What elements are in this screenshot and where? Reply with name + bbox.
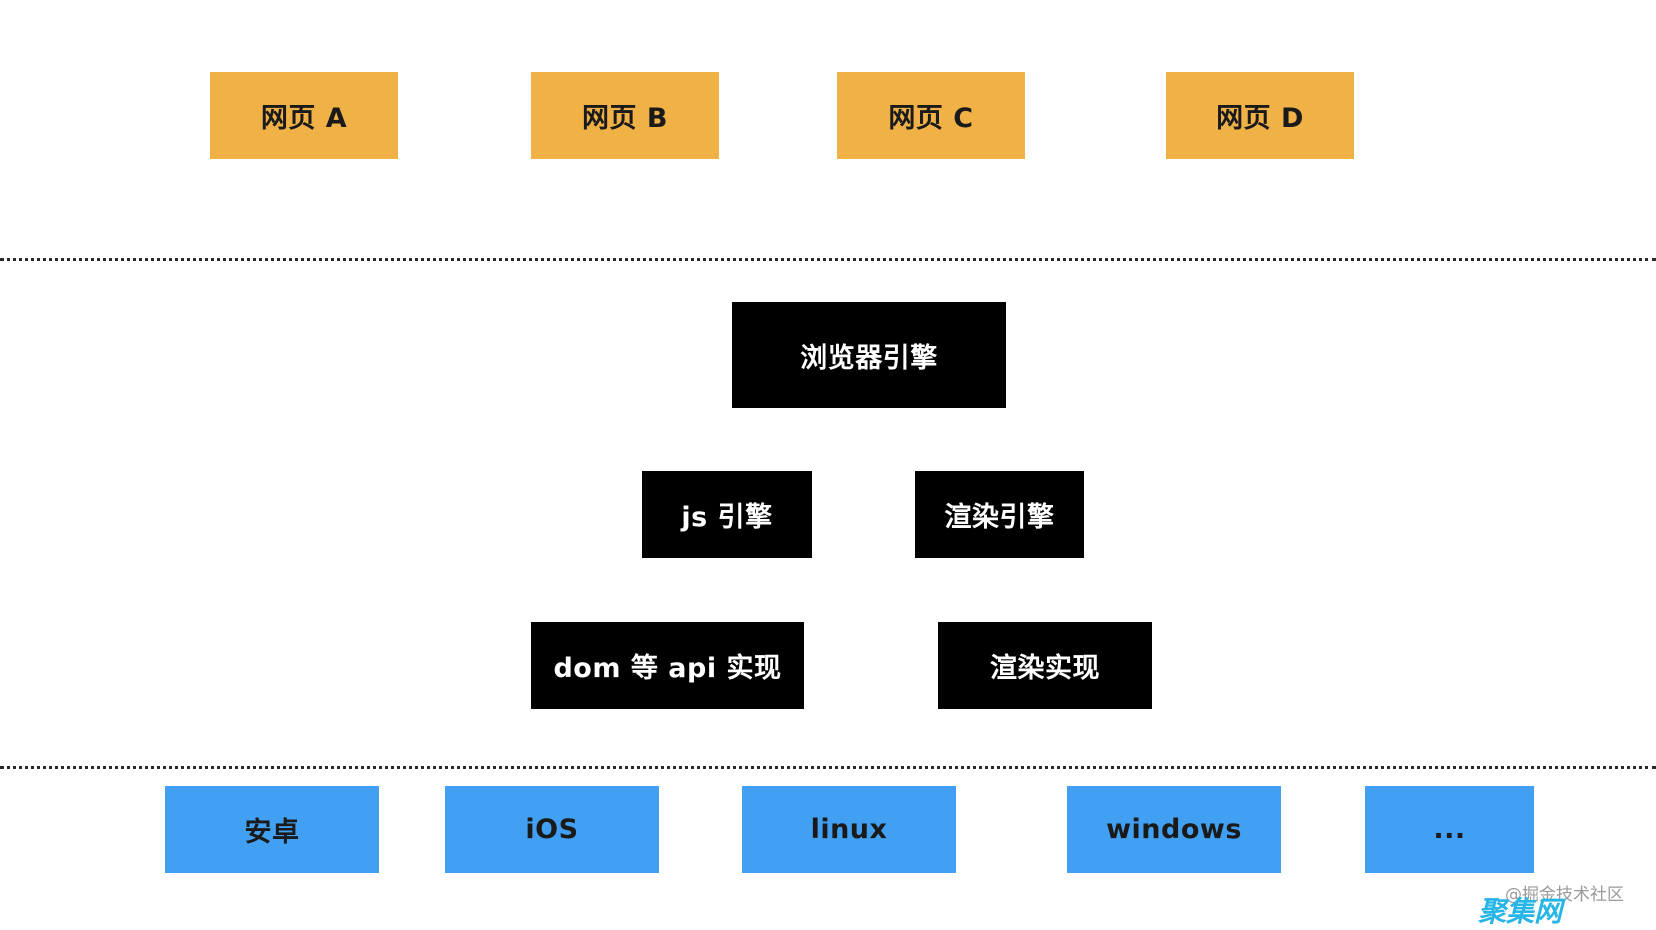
platform-linux-label: linux (810, 814, 888, 845)
js-engine-label: js 引擎 (681, 502, 773, 533)
site-logo-watermark: 聚集网 (1478, 895, 1563, 928)
web-page-a-label: 网页 A (260, 103, 348, 134)
platform-android-label: 安卓 (244, 817, 300, 848)
web-page-c-label: 网页 C (888, 103, 974, 134)
render-engine-box: 渲染引擎 (915, 471, 1084, 558)
web-page-a-box: 网页 A (210, 72, 398, 159)
render-engine-label: 渲染引擎 (944, 502, 1055, 533)
web-page-d-label: 网页 D (1216, 103, 1304, 134)
js-engine-box: js 引擎 (642, 471, 812, 558)
dom-api-box: dom 等 api 实现 (531, 622, 804, 709)
browser-engine-label: 浏览器引擎 (800, 342, 938, 374)
web-page-d-box: 网页 D (1166, 72, 1354, 159)
platform-ios-label: iOS (525, 814, 579, 845)
render-impl-label: 渲染实现 (990, 653, 1100, 684)
platform-windows-box: windows (1067, 786, 1281, 873)
platform-more-box: ... (1365, 786, 1534, 873)
platform-ios-box: iOS (445, 786, 659, 873)
dom-api-label: dom 等 api 实现 (553, 653, 782, 684)
platform-android-box: 安卓 (165, 786, 379, 873)
community-watermark: @掘金技术社区 (1505, 885, 1624, 905)
platform-more-label: ... (1433, 814, 1466, 845)
web-page-b-box: 网页 B (531, 72, 719, 159)
browser-engine-box: 浏览器引擎 (732, 302, 1006, 408)
platform-windows-label: windows (1106, 814, 1242, 845)
bottom-dotted-divider (0, 766, 1656, 769)
web-page-c-box: 网页 C (837, 72, 1025, 159)
render-impl-box: 渲染实现 (938, 622, 1152, 709)
web-page-b-label: 网页 B (582, 103, 668, 134)
platform-linux-box: linux (742, 786, 956, 873)
top-dotted-divider (0, 258, 1656, 261)
